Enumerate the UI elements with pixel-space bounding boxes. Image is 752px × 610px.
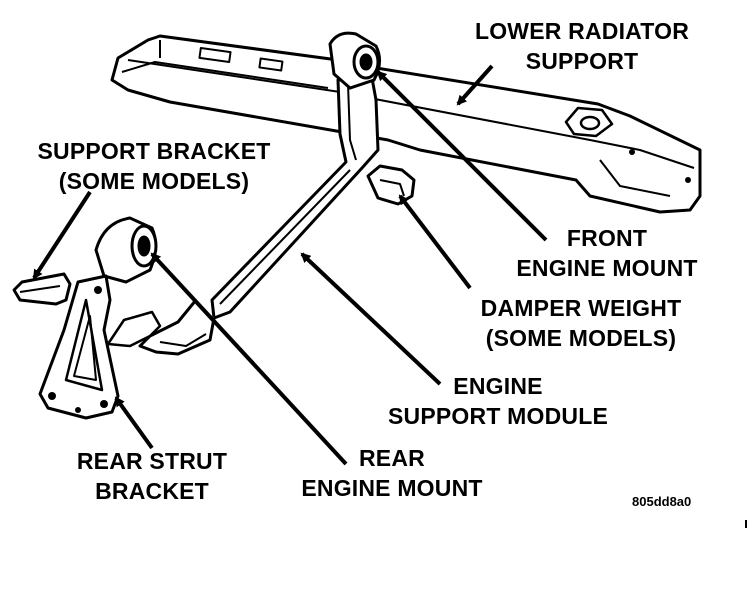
label-line: REAR STRUT xyxy=(76,448,228,474)
leader-rear-engine-mount xyxy=(150,252,348,466)
label-engine-support-module: ENGINE SUPPORT MODULE xyxy=(346,371,650,431)
leader-lines xyxy=(32,64,548,466)
label-line: FRONT xyxy=(566,225,648,251)
label-line: ENGINE MOUNT xyxy=(516,255,698,281)
figure-code: 805dd8a0 xyxy=(632,494,692,509)
damper-weight-part xyxy=(366,164,416,206)
label-line: SUPPORT MODULE xyxy=(387,403,609,429)
leader-support-bracket xyxy=(32,190,92,280)
label-support-bracket: SUPPORT BRACKET (SOME MODELS) xyxy=(8,136,300,196)
label-line: SUPPORT BRACKET xyxy=(37,138,271,164)
label-damper-weight: DAMPER WEIGHT (SOME MODELS) xyxy=(446,293,716,353)
label-line: DAMPER WEIGHT xyxy=(480,295,682,321)
leader-rear-strut-bracket xyxy=(114,396,154,450)
support-bracket-part xyxy=(12,272,72,306)
label-rear-engine-mount: REAR ENGINE MOUNT xyxy=(272,443,512,503)
leader-engine-support-module xyxy=(300,252,442,386)
engine-support-module-part xyxy=(106,76,380,356)
leader-lower-radiator-support xyxy=(456,64,494,106)
leader-front-engine-mount xyxy=(376,70,548,242)
label-line: BRACKET xyxy=(95,478,209,504)
leader-damper-weight xyxy=(398,194,472,290)
label-line: (SOME MODELS) xyxy=(485,325,677,351)
rear-engine-mount-part xyxy=(94,216,158,284)
label-line: SUPPORT xyxy=(525,48,639,74)
label-line: (SOME MODELS) xyxy=(58,168,250,194)
label-line: REAR xyxy=(359,445,425,471)
label-rear-strut-bracket: REAR STRUT BRACKET xyxy=(50,446,254,506)
label-line: ENGINE xyxy=(453,373,543,399)
front-engine-mount-part xyxy=(328,31,381,90)
label-front-engine-mount: FRONT ENGINE MOUNT xyxy=(494,223,720,283)
rear-strut-bracket-part xyxy=(38,274,120,420)
label-lower-radiator-support: LOWER RADIATOR SUPPORT xyxy=(450,16,714,76)
label-line: LOWER RADIATOR xyxy=(474,18,690,44)
label-line: ENGINE MOUNT xyxy=(301,475,483,501)
